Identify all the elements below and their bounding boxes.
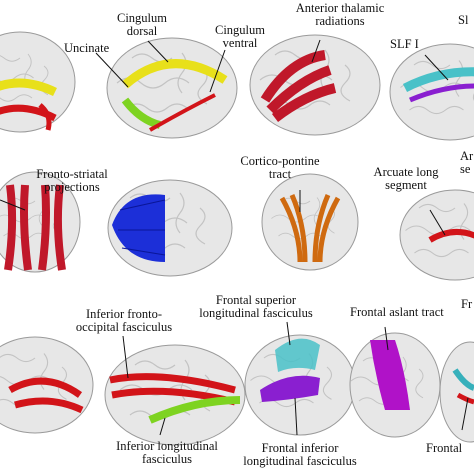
tract-arcuate-long bbox=[428, 229, 474, 243]
tract-fronto-striatal bbox=[4, 184, 66, 271]
tract-blue bbox=[112, 194, 165, 262]
tract-yellow bbox=[0, 78, 57, 97]
brain-panel-row3-4 bbox=[439, 341, 474, 443]
label-cingulum-dorsal: Cingulum dorsal bbox=[116, 11, 167, 38]
tract-atr bbox=[260, 50, 337, 122]
brain-panel-blue bbox=[107, 179, 233, 277]
label-ifof: Inferior fronto- occipital fasciculus bbox=[75, 307, 173, 334]
brain-panel-frontal-lf bbox=[244, 321, 356, 436]
label-ilf: Inferior longitudinal fasciculus bbox=[116, 439, 218, 466]
brain-panel-row3-1 bbox=[0, 336, 94, 434]
label-cingulum-ventral: Cingulum ventral bbox=[214, 23, 265, 50]
brain-panel-fronto-striatal bbox=[0, 171, 81, 273]
tract-fslf bbox=[275, 338, 320, 372]
tract-filf bbox=[260, 375, 320, 402]
brain-panel-slf1 bbox=[389, 43, 474, 141]
brain-panel-cortico-pontine bbox=[261, 173, 359, 271]
brain-panel-ifof-ilf bbox=[104, 335, 246, 446]
brain-panel-cingulum bbox=[95, 37, 238, 139]
label-fronto-striatal: Fronto-striatal projections bbox=[36, 167, 108, 194]
brain-panel-fat bbox=[349, 326, 441, 438]
label-fat: Frontal aslant tract bbox=[350, 305, 444, 319]
brain-panel-coronal-1 bbox=[0, 31, 76, 133]
tract-slf1 bbox=[402, 67, 474, 93]
tract-fat bbox=[370, 340, 410, 410]
tract-cingulum-dorsal bbox=[122, 59, 228, 89]
brain-panel-arcuate bbox=[399, 189, 474, 281]
label-partial-top-right: Fr bbox=[461, 297, 473, 311]
label-uncinate: Uncinate bbox=[64, 41, 110, 55]
tract-ilf bbox=[148, 396, 241, 424]
label-slf-partial: Sl bbox=[458, 13, 469, 27]
label-arcuate-long: Arcuate long segment bbox=[373, 165, 439, 192]
label-filf: Frontal inferior longitudinal fasciculus bbox=[243, 441, 357, 468]
label-arcuate-partial: Ar se bbox=[460, 149, 474, 176]
brain-panel-atr bbox=[249, 34, 381, 136]
label-cortico-pontine: Cortico-pontine tract bbox=[240, 154, 320, 181]
tract-cortico-pontine bbox=[279, 194, 341, 263]
tract-cingulum-ventral bbox=[149, 93, 216, 132]
tract-red-lateral bbox=[8, 377, 84, 414]
label-slf1: SLF I bbox=[390, 37, 419, 51]
label-fslf: Frontal superior longitudinal fasciculus bbox=[199, 293, 313, 320]
label-atr: Anterior thalamic radiations bbox=[295, 1, 385, 28]
label-partial-bottom-right: Frontal bbox=[426, 441, 463, 455]
tract-teal bbox=[452, 368, 474, 391]
